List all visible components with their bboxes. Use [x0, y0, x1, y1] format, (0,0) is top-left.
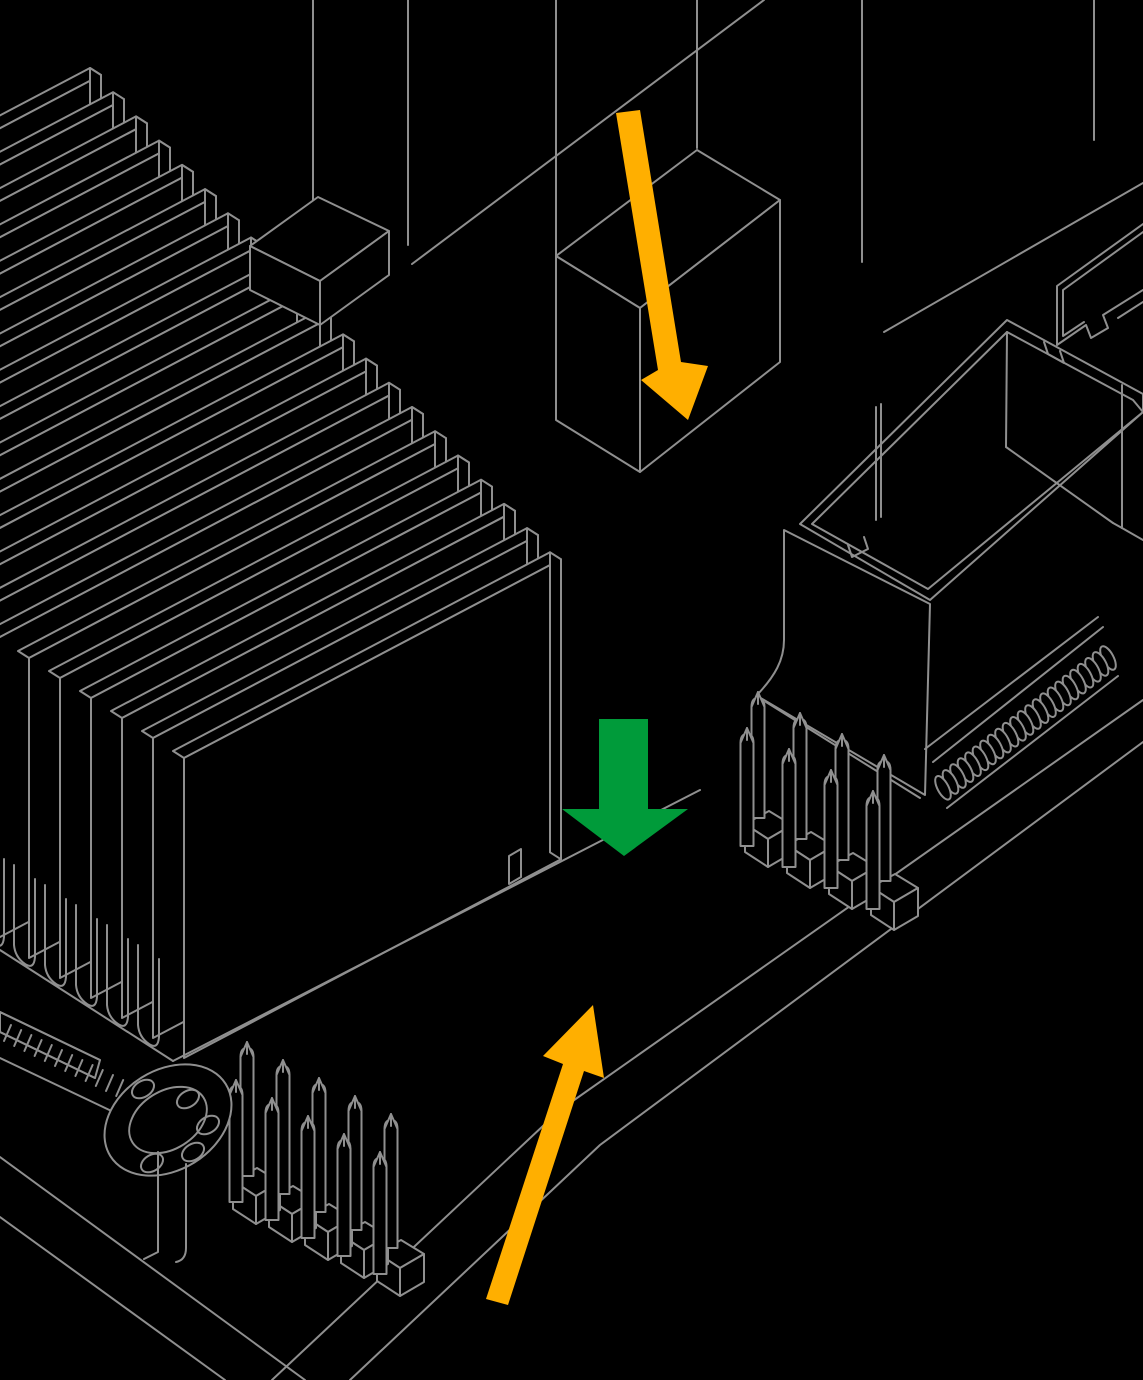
- jack-rib: [43, 1044, 53, 1062]
- orange-down-arrow-icon: [616, 110, 708, 420]
- connector-inner-corner: [1005, 331, 1008, 448]
- jack-bar-edge: [0, 1011, 101, 1061]
- jack-flange-inner-rim: [128, 1085, 208, 1155]
- header-pin: [781, 748, 797, 868]
- spring-row-upper-rail: [932, 626, 1104, 763]
- jack-rib: [64, 1054, 74, 1072]
- fin-u-slot: [106, 924, 129, 1027]
- header-pin: [372, 1151, 388, 1275]
- connector-rim-inner: [811, 331, 1143, 590]
- dc-barrel-jack: [0, 1011, 233, 1263]
- jack-flange-holes: [130, 1078, 221, 1174]
- jack-flange-hole: [195, 1114, 221, 1136]
- header-pin: [383, 1113, 399, 1249]
- green-down-arrow-icon: [562, 719, 688, 856]
- jack-flange-hole: [139, 1152, 165, 1174]
- fin-end-face: [549, 551, 562, 861]
- module-connector-tray: [756, 319, 1143, 809]
- heatsink-base-end-cap: [508, 848, 522, 885]
- jack-rib: [3, 1024, 12, 1042]
- block-side-face: [893, 887, 919, 931]
- small-box-right-face: [319, 230, 390, 326]
- connector-tower: [756, 529, 931, 796]
- direction-arrows: [486, 110, 708, 1305]
- jack-bar-edge: [0, 1057, 123, 1117]
- pin-body: [781, 754, 797, 868]
- io-connector-inner-edge: [1062, 231, 1143, 337]
- jack-lead-wire: [143, 1151, 159, 1260]
- header-pin: [347, 1095, 363, 1231]
- jack-flange-hole: [180, 1141, 206, 1163]
- header-pin: [750, 691, 766, 819]
- jack-rib: [33, 1039, 43, 1057]
- header-pin: [876, 754, 892, 882]
- fin-u-slot: [44, 884, 67, 987]
- header-pin: [823, 769, 839, 889]
- connector-inner-floor-edge: [1005, 446, 1114, 524]
- heatsink-base-edge: [0, 949, 174, 1062]
- structure-diagonal-line: [883, 182, 1143, 333]
- jack-rib: [23, 1034, 33, 1052]
- jack-flange-hole: [175, 1088, 201, 1110]
- header-pin: [311, 1077, 327, 1213]
- spring-row-upper-rail: [924, 616, 1099, 750]
- header-pin: [336, 1133, 352, 1257]
- fin-u-slot: [0, 858, 5, 947]
- header-pin: [834, 733, 850, 861]
- pin-body: [739, 733, 755, 847]
- block-side-face: [399, 1253, 425, 1297]
- jack-rib: [84, 1064, 94, 1082]
- spring-contact: [934, 775, 952, 801]
- connector-base-line: [1121, 527, 1143, 541]
- heatsink-fin: [172, 551, 562, 1059]
- pin-body: [865, 796, 881, 910]
- small-component-box: [249, 196, 390, 326]
- fin-u-slot: [75, 904, 98, 1007]
- pin-body: [372, 1157, 388, 1275]
- pin-header-2x4: [739, 691, 919, 931]
- header-pin: [264, 1097, 280, 1221]
- connector-rim-notch: [1043, 341, 1065, 364]
- pin-body: [300, 1121, 316, 1239]
- jack-rib: [105, 1074, 114, 1092]
- pin-body: [823, 775, 839, 889]
- jack-rib: [54, 1049, 63, 1067]
- jack-rib: [115, 1079, 125, 1097]
- orange-up-arrow-icon: [486, 1005, 604, 1305]
- io-connector-rim-line: [1117, 301, 1143, 319]
- io-connector-outer-edge: [1056, 223, 1143, 346]
- fin-u-slot: [137, 944, 160, 1047]
- pin-header-2x5: [228, 1041, 425, 1297]
- spring-row-lower-rail: [946, 675, 1119, 809]
- io-connector-housing: [1056, 223, 1143, 346]
- board-edge-line: [0, 1156, 306, 1380]
- connector-rim-notch: [847, 536, 869, 558]
- jack-lead-wire: [175, 1163, 187, 1263]
- connector-inner-floor-edge: [1112, 522, 1123, 529]
- structure-diagonal-line: [411, 0, 765, 265]
- header-pin: [275, 1059, 291, 1195]
- jack-flange-hole: [130, 1078, 156, 1100]
- jack-rib: [94, 1069, 104, 1087]
- fin-u-slot: [13, 864, 36, 967]
- pin-body: [336, 1139, 352, 1257]
- heatsink: [0, 67, 701, 1062]
- header-pin: [239, 1041, 255, 1177]
- board-edge-line: [0, 1216, 226, 1380]
- background-structure-lines: [312, 0, 1143, 333]
- header-pin: [865, 790, 881, 910]
- header-pin: [300, 1115, 316, 1239]
- jack-rib: [13, 1029, 23, 1047]
- header-pin: [792, 712, 808, 840]
- pin-body: [264, 1103, 280, 1221]
- jack-rib: [74, 1059, 84, 1077]
- header-pin: [739, 727, 755, 847]
- spring-contact-row: [934, 645, 1117, 801]
- board-edge-line: [349, 741, 1143, 1380]
